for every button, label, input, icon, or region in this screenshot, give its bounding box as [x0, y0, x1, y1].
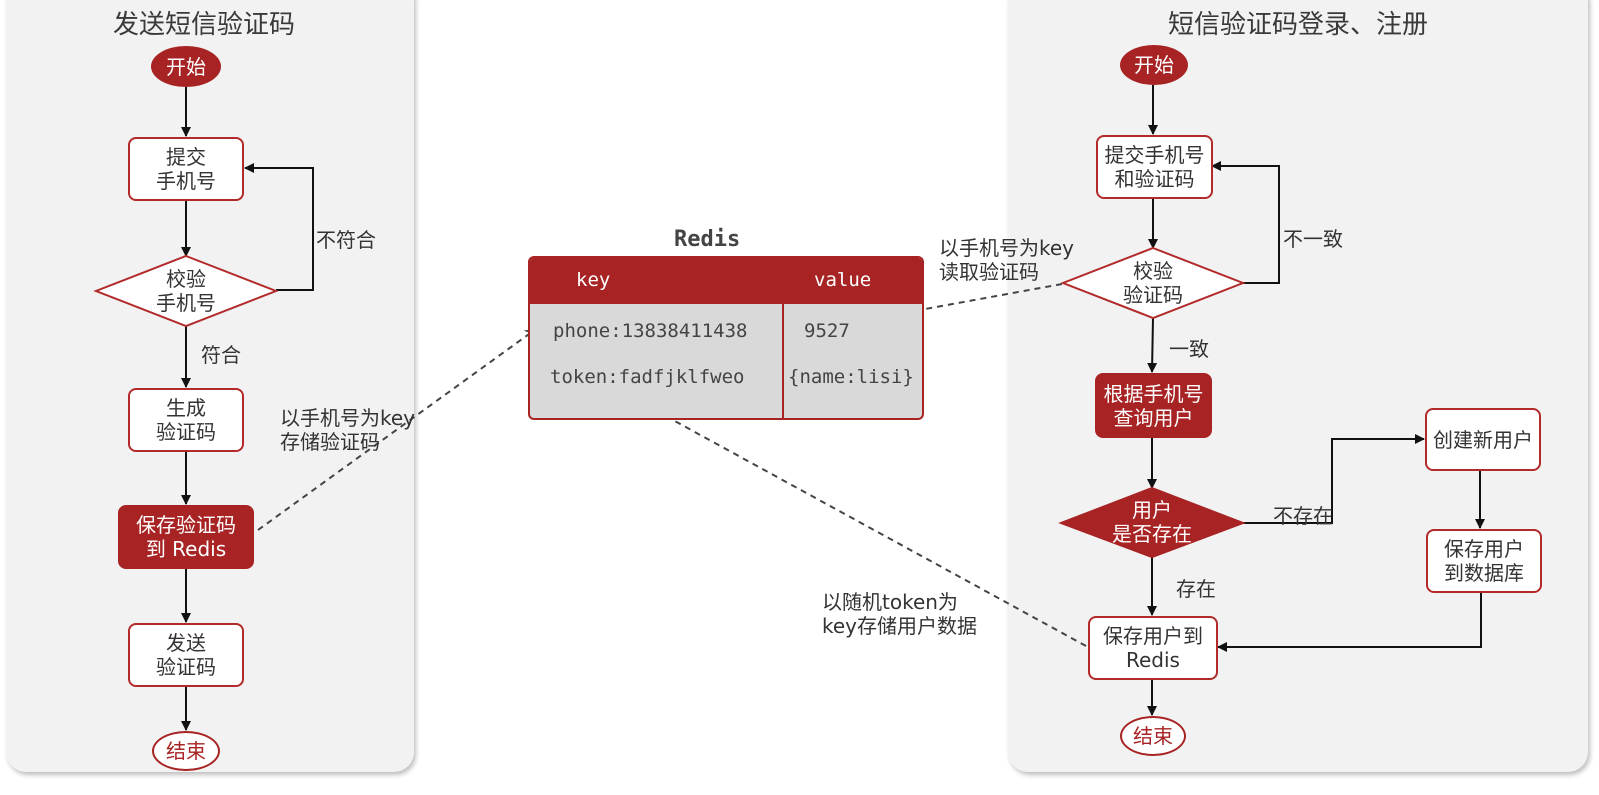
- validate-code-label: 校验 验证码: [1123, 259, 1183, 307]
- redis-row-value: 9527: [804, 320, 850, 342]
- redis-row-key: token:fadfjklfweo: [550, 366, 745, 388]
- edge-mismatch-loop: [1211, 161, 1280, 284]
- store-code-annotation: 以手机号为key 存储验证码: [280, 406, 416, 454]
- redis-row-key: phone:13838411438: [553, 320, 748, 342]
- right-start-node: 开始: [1120, 45, 1188, 85]
- submit-phone-node: 提交 手机号: [128, 137, 244, 201]
- generate-code-node: 生成 验证码: [128, 388, 244, 452]
- edge-validate-query: [1147, 317, 1158, 373]
- redis-col-value: value: [814, 269, 872, 291]
- right-panel-title: 短信验证码登录、注册: [1168, 10, 1429, 40]
- validate-code-diamond: [1060, 246, 1246, 320]
- validate-phone-label: 校验 手机号: [156, 267, 216, 315]
- redis-row-value: {name:lisi}: [788, 366, 914, 388]
- not-exists-label: 不存在: [1273, 504, 1333, 528]
- create-user-node: 创建新用户: [1425, 408, 1541, 471]
- user-exists-label: 用户 是否存在: [1112, 498, 1192, 546]
- save-user-redis-node: 保存用户到 Redis: [1088, 616, 1218, 680]
- right-end-node: 结束: [1120, 716, 1186, 756]
- left-end-node: 结束: [152, 731, 220, 771]
- left-panel-title: 发送短信验证码: [113, 10, 296, 40]
- edge-savedb-saveredis: [1217, 593, 1482, 652]
- match-label: 一致: [1169, 337, 1209, 361]
- read-code-annotation: 以手机号为key 读取验证码: [939, 236, 1075, 284]
- save-db-node: 保存用户 到数据库: [1426, 529, 1542, 593]
- save-redis-node: 保存验证码 到 Redis: [118, 505, 254, 569]
- redis-col-key: key: [576, 269, 611, 291]
- redis-title: Redis: [674, 227, 741, 252]
- send-code-node: 发送 验证码: [128, 623, 244, 687]
- redis-table: key value phone:13838411438 9527 token:f…: [528, 256, 924, 420]
- invalid-label: 不符合: [316, 228, 376, 252]
- mismatch-label: 不一致: [1283, 227, 1343, 251]
- redis-column-divider: [782, 258, 784, 418]
- validate-phone-diamond: [93, 254, 279, 328]
- valid-label: 符合: [201, 343, 241, 367]
- left-start-node: 开始: [151, 46, 221, 87]
- store-user-annotation: 以随机token为 key存储用户数据: [822, 590, 978, 638]
- user-exists-diamond: [1058, 486, 1246, 559]
- dashed-store-code: [257, 328, 537, 531]
- redis-table-header: [530, 258, 922, 304]
- exists-label: 存在: [1176, 577, 1216, 601]
- edge-not-exists: [1243, 434, 1425, 524]
- submit-phone-code-node: 提交手机号 和验证码: [1096, 135, 1213, 199]
- dashed-store-user: [639, 401, 1087, 647]
- edge-invalid-loop: [244, 163, 314, 291]
- query-user-node: 根据手机号 查询用户: [1095, 373, 1212, 438]
